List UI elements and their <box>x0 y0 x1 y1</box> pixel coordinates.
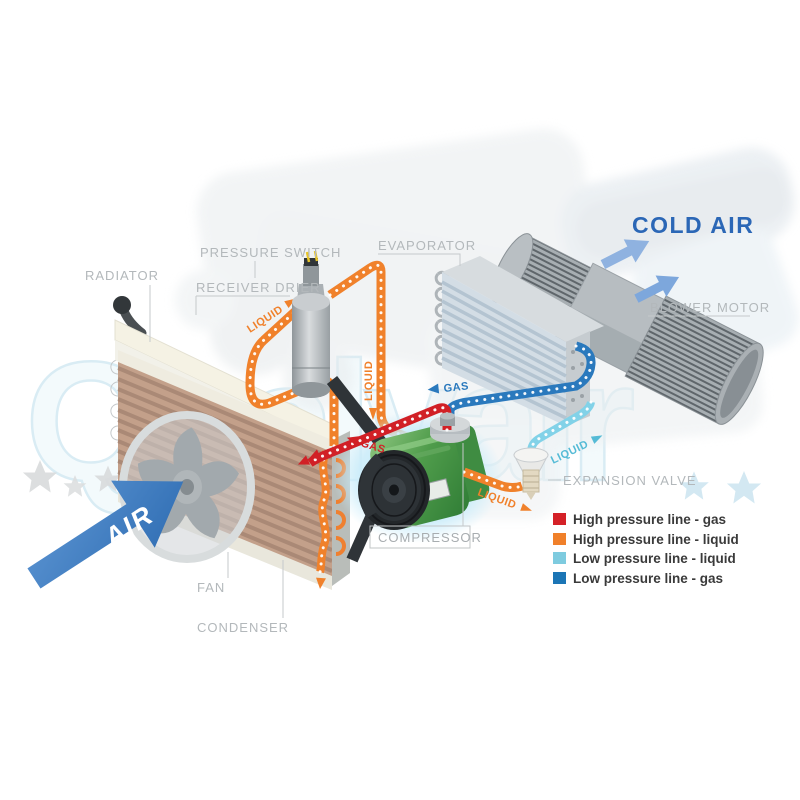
legend-swatch <box>553 572 566 584</box>
legend-item-label: High pressure line - gas <box>573 512 726 527</box>
pressure-switch-label: PRESSURE SWITCH <box>200 245 341 260</box>
legend-swatch <box>553 513 566 525</box>
part-labels: RADIATOR PRESSURE SWITCH RECEIVER DRIER … <box>85 238 770 635</box>
compressor-label: COMPRESSOR <box>378 530 482 545</box>
gas-arrow-icon <box>427 383 440 394</box>
liquid-arrow-icon <box>590 435 603 444</box>
liquid-out-arrow-icon <box>316 577 326 589</box>
receiver-drier <box>292 250 330 398</box>
cold-air-flow: COLD AIR <box>600 212 754 303</box>
evaporator-front-face <box>442 272 566 426</box>
evaporator-label: EVAPORATOR <box>378 238 476 253</box>
condenser-label: CONDENSER <box>197 620 289 635</box>
liquid-arrow-icon <box>369 408 377 420</box>
receiver-drier-label: RECEIVER DRIER <box>196 280 321 295</box>
legend: High pressure line - gas High pressure l… <box>553 512 739 586</box>
drier-body <box>292 302 330 390</box>
expansion-valve <box>513 447 549 500</box>
radiator-cap <box>113 296 131 314</box>
fan-label: FAN <box>197 580 225 595</box>
pressure-switch-pins <box>305 250 319 263</box>
cold-air-label: COLD AIR <box>632 212 754 238</box>
cold-air-arrow-icon <box>634 275 680 303</box>
pressure-switch <box>303 264 319 286</box>
star-icon <box>726 471 762 504</box>
legend-item-label: Low pressure line - liquid <box>573 551 736 566</box>
liquid-arrow-icon <box>520 503 532 511</box>
evaporator-top-face <box>442 256 604 342</box>
air-arrow-icon <box>27 480 184 589</box>
cold-air-arrow-icon <box>600 239 650 270</box>
blower-motor-label: BLOWER MOTOR <box>650 300 770 315</box>
gas-label: GAS <box>443 380 469 395</box>
evaporator-fins <box>441 280 567 420</box>
gas-arrow-icon <box>308 449 322 459</box>
low-pressure-gas-line: GAS <box>427 341 596 424</box>
condenser-top-rail <box>118 350 332 452</box>
radiator-label: RADIATOR <box>85 268 159 283</box>
legend-item-label: Low pressure line - gas <box>573 571 723 586</box>
valve-body <box>522 469 540 493</box>
expansion-valve-label: EXPANSION VALVE <box>563 473 697 488</box>
gas-arrow-icon <box>346 436 359 446</box>
compressor-label-box <box>369 525 471 549</box>
gas-arrow-icon <box>297 455 311 465</box>
condenser-liquid-line <box>316 450 330 589</box>
legend-swatch <box>553 552 566 564</box>
legend-swatch <box>553 533 566 545</box>
valve-top <box>513 447 549 463</box>
liquid-label: LIQUID <box>363 361 375 401</box>
legend-item-label: High pressure line - liquid <box>573 532 739 547</box>
compressor <box>326 376 503 563</box>
